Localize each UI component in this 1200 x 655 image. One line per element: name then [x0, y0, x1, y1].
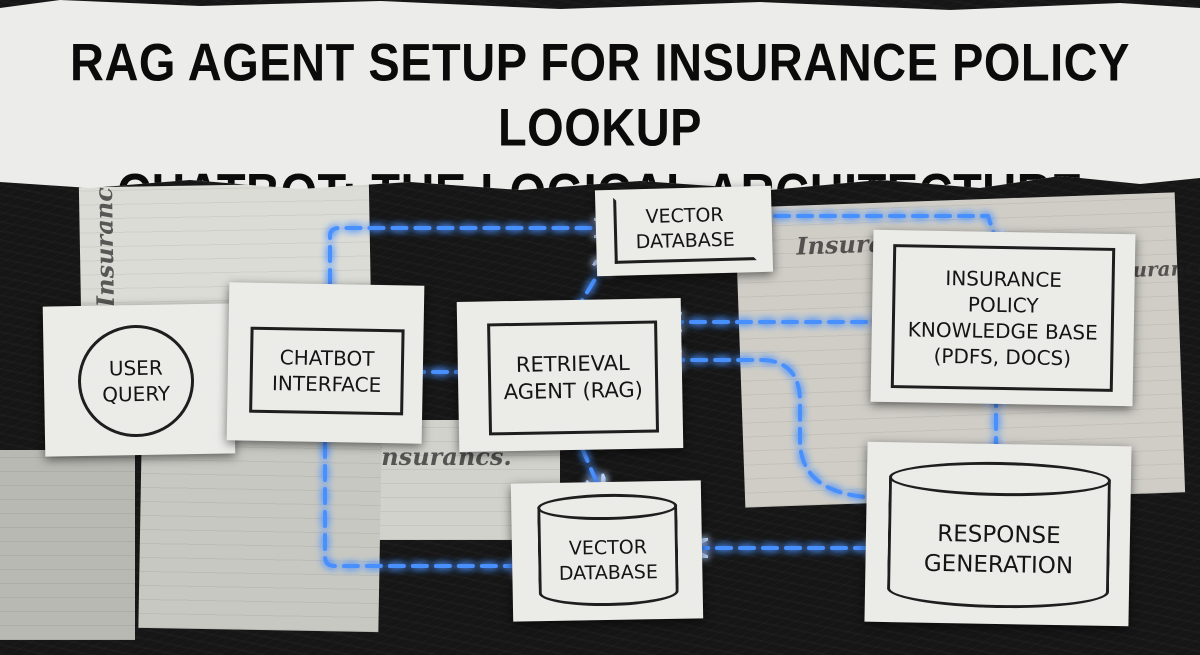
vector-database-top-box: VECTOR DATABASE: [613, 194, 757, 264]
vector-database-bottom-cylinder: VECTOR DATABASE: [537, 492, 679, 608]
user-query-label: USER QUERY: [102, 355, 171, 407]
response-generation-label: RESPONSE GENERATION: [923, 520, 1074, 579]
title-line-1: RAG AGENT SETUP FOR INSURANCE POLICY LOO…: [70, 32, 1130, 157]
vector-database-top-node: VECTOR DATABASE: [594, 185, 774, 277]
user-query-node: USER QUERY: [42, 303, 236, 457]
cylinder-top: [537, 492, 678, 522]
knowledge-base-box: INSURANCE POLICY KNOWLEDGE BASE (PDFs, D…: [890, 244, 1116, 392]
chatbot-interface-label: CHATBOT INTERFACE: [271, 345, 382, 397]
retrieval-agent-label: RETRIEVAL AGENT (RAG): [503, 350, 644, 405]
paper-scrap-far-left: [0, 450, 135, 640]
chatbot-interface-box: CHATBOT INTERFACE: [249, 326, 405, 416]
vector-database-bottom-label: VECTOR DATABASE: [558, 535, 659, 585]
vector-database-top-label: VECTOR DATABASE: [635, 203, 736, 254]
user-query-circle: USER QUERY: [77, 324, 195, 439]
retrieval-agent-box: RETRIEVAL AGENT (RAG): [487, 320, 660, 436]
title-banner: RAG AGENT SETUP FOR INSURANCE POLICY LOO…: [0, 0, 1200, 190]
arrow-chatbot-vector-bottom: [325, 420, 528, 566]
vector-database-bottom-node: VECTOR DATABASE: [510, 480, 704, 622]
knowledge-base-label: INSURANCE POLICY KNOWLEDGE BASE (PDFs, D…: [907, 265, 1098, 371]
retrieval-agent-node: RETRIEVAL AGENT (RAG): [456, 298, 684, 452]
arrow-response-to-retrieval: [668, 360, 888, 500]
chatbot-interface-node: CHATBOT INTERFACE: [226, 282, 425, 444]
cylinder-top: [888, 460, 1112, 498]
knowledge-base-node: INSURANCE POLICY KNOWLEDGE BASE (PDFs, D…: [870, 229, 1136, 407]
response-generation-cylinder: RESPONSE GENERATION: [886, 460, 1112, 610]
response-generation-node: RESPONSE GENERATION: [864, 441, 1132, 627]
page-title: RAG AGENT SETUP FOR INSURANCE POLICY LOO…: [0, 30, 1200, 190]
arrow-chatbot-to-vector-top: [328, 228, 608, 332]
